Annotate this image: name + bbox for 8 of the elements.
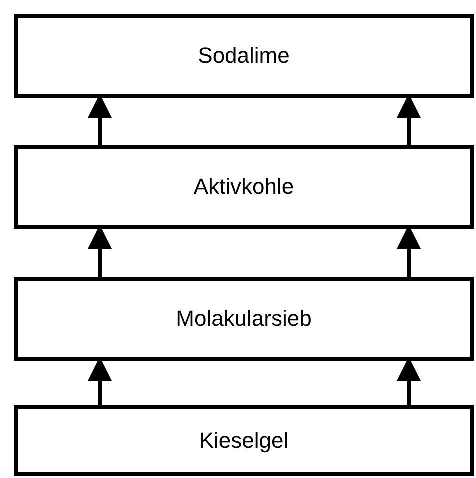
layer-box — [14, 277, 474, 361]
layer-box — [14, 405, 474, 476]
layer-label: Sodalime — [198, 43, 290, 69]
layer-label: Kieselgel — [199, 428, 289, 454]
layer-box — [14, 145, 474, 229]
layer-box — [14, 14, 474, 98]
layer-label: Aktivkohle — [194, 174, 294, 200]
layer-label: Molakularsieb — [176, 306, 312, 332]
